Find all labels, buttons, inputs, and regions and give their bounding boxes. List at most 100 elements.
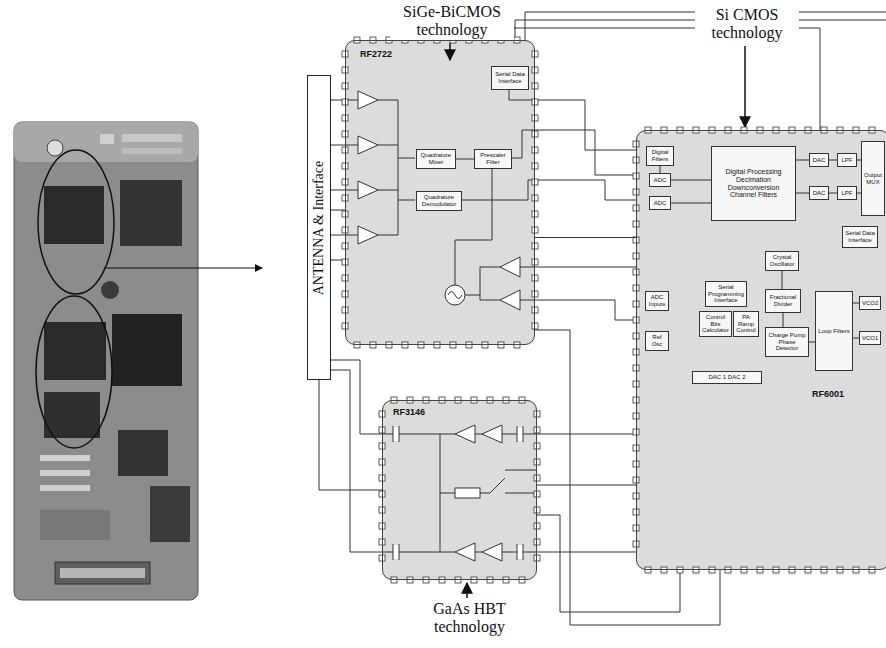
pcb-chip (112, 314, 182, 386)
block-label: Digital Filters (649, 149, 671, 162)
capacitor-symbol (393, 426, 394, 442)
capacitor-symbol (517, 426, 518, 442)
block-label: PA Ramp Control (736, 314, 756, 334)
wire (378, 190, 398, 191)
chip-pin (532, 131, 538, 137)
chip-pin (471, 577, 477, 583)
pcb-part (47, 140, 63, 156)
block-label: Quadrature Mixer (419, 152, 453, 165)
pin-group (342, 37, 886, 583)
chip-pin (532, 259, 538, 265)
wire (505, 493, 537, 494)
amplifier-symbol (358, 181, 378, 199)
chip-pin (482, 342, 488, 348)
signal-wire (671, 203, 711, 204)
function-block: Ref Osc (645, 331, 669, 351)
chip-pin (661, 567, 667, 573)
pcb-part (101, 281, 119, 299)
wire (480, 295, 500, 300)
pointer-arrow (744, 46, 746, 127)
chip-package: RF3146 (382, 400, 537, 580)
chip-pin (532, 67, 538, 73)
chip-package: RF6001Digital FiltersADCADCDigital Proce… (636, 130, 886, 570)
pcb-chip (44, 186, 104, 244)
block-label: Crystal Oscillator (768, 254, 796, 267)
pcb-part (100, 134, 114, 144)
capacitor-symbol (393, 544, 394, 560)
wire (331, 360, 382, 434)
chip-pin (450, 342, 456, 348)
amplifier-symbol (500, 290, 520, 310)
chip-pin (645, 567, 651, 573)
wire (537, 515, 680, 612)
function-block: Prescaler Filter (474, 149, 512, 169)
interface-box: ANTENNA & Interface (307, 75, 331, 380)
function-block: ADC Inputs (645, 291, 669, 311)
wire (331, 145, 345, 146)
capacitor-symbol (399, 544, 400, 560)
chip-pin (434, 342, 440, 348)
capacitor-gap (517, 545, 523, 559)
wire (505, 28, 820, 130)
pointer-arrow (466, 583, 468, 598)
chip-pin (402, 342, 408, 348)
capacitor-symbol (523, 426, 524, 442)
block-label: ADC (652, 200, 668, 207)
function-block: Crystal Oscillator (765, 251, 799, 271)
chip-pin (439, 577, 445, 583)
function-block: ADC (649, 196, 671, 210)
resistor-symbol (455, 488, 480, 498)
function-block: Digital Processing Decimation Downconver… (711, 146, 796, 221)
pcb-chip (118, 430, 168, 476)
signal-wire (796, 193, 809, 194)
function-block: DAC (809, 186, 829, 200)
signal-wire (829, 160, 837, 161)
function-block: Charge Pump Phase Detector (765, 327, 809, 357)
signal-wire (782, 271, 783, 289)
wire (535, 267, 636, 268)
pcb-chip (44, 392, 100, 438)
chip-pin (534, 523, 540, 529)
chip-pin (837, 567, 843, 573)
chip-pin (503, 577, 509, 583)
block-label: Charge Pump Phase Detector (768, 332, 806, 352)
wire (535, 180, 636, 200)
chip-pin (423, 577, 429, 583)
chip-pin (693, 567, 699, 573)
wire (509, 89, 535, 100)
chip-pin (805, 567, 811, 573)
block-label: ADC Inputs (648, 294, 666, 307)
function-block: Serial Data Interface (842, 226, 878, 248)
chip-name: RF3146 (393, 407, 425, 417)
pcb-board (14, 122, 198, 600)
wire (345, 190, 358, 191)
capacitor-symbol (399, 426, 400, 442)
function-block: Serial Data Interface (491, 66, 529, 90)
signal-wire (331, 210, 345, 211)
function-block: DAC 1 DAC 2 (692, 371, 762, 384)
block-label: VCO2 (862, 300, 878, 307)
block-label: Output MUX (864, 172, 882, 185)
block-label: Quadrature Demodulator (419, 194, 459, 207)
function-block: Quadrature Demodulator (416, 191, 462, 211)
chip-pin (773, 567, 779, 573)
chip-pin (532, 275, 538, 281)
chip-pin (532, 51, 538, 57)
amplifier-symbol (358, 91, 378, 109)
chip-pin (532, 147, 538, 153)
chip-pin (532, 243, 538, 249)
oscillator-symbol (448, 292, 462, 299)
block-label: Serial Data Interface (845, 230, 875, 243)
chip-pin (534, 475, 540, 481)
block-label: Digital Processing Decimation Downconver… (714, 168, 793, 199)
chip-name: RF6001 (812, 389, 844, 399)
pcb-connector (55, 562, 150, 584)
capacitor-symbol (517, 544, 518, 560)
capacitor-gap (393, 427, 399, 441)
chip-pin (532, 291, 538, 297)
wire (505, 470, 537, 471)
chip-pin (534, 555, 540, 561)
chip-pin (534, 491, 540, 497)
block-label: DAC 1 DAC 2 (695, 374, 759, 381)
pcb-strip (14, 122, 198, 162)
